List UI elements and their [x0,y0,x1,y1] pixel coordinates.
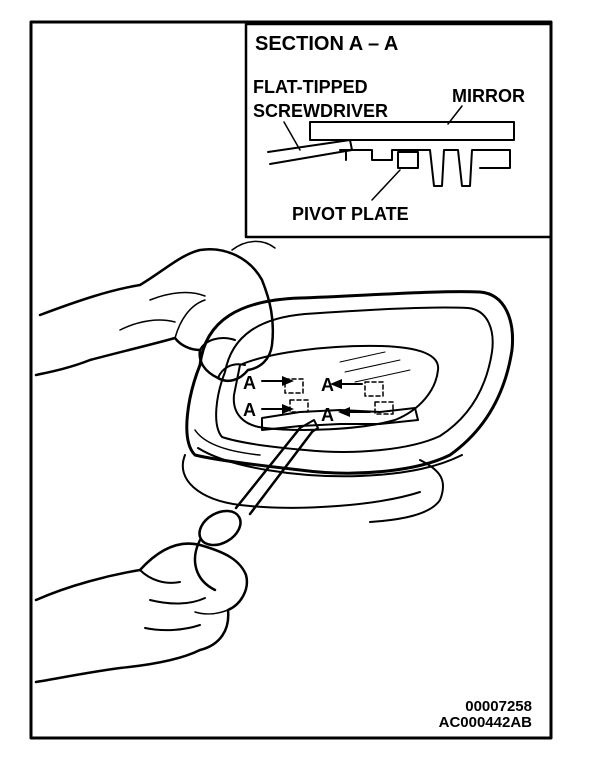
label-mirror: MIRROR [452,86,525,106]
label-screwdriver: SCREWDRIVER [253,101,388,121]
section-inset: SECTION A – A FLAT-TIPPED SCREWDRIVER MI… [244,22,553,239]
main-illustration: A A A A [34,240,515,684]
inset-title: SECTION A – A [255,33,398,55]
section-markers: A A A A [243,373,371,425]
label-flat-tipped: FLAT-TIPPED [253,77,368,97]
drawing-code: AC000442AB [439,714,533,731]
marker-a-2: A [243,400,256,420]
mirror-glass [232,344,440,431]
upper-hand [34,248,275,382]
pivot-plate-section [339,149,511,187]
mirror-housing [185,290,515,475]
figure-number: 00007258 [465,698,532,715]
screwdriver [193,419,319,592]
mirror-section [309,121,515,141]
clip-upper-right [364,381,384,397]
clip-lower-right [374,401,394,415]
marker-a-4: A [321,405,334,425]
clip-lower-left [289,399,309,413]
outer-frame [29,20,553,740]
mirror-housing-rim [215,306,494,453]
marker-a-3: A [321,375,334,395]
marker-a-1: A [243,373,256,393]
inset-box [244,22,553,239]
clip-upper-left [284,378,304,394]
screwdriver-handle-top [198,509,242,547]
screwdriver-tip-section [267,139,353,165]
label-pivot-plate: PIVOT PLATE [292,204,409,224]
pivot-plate [261,407,419,431]
